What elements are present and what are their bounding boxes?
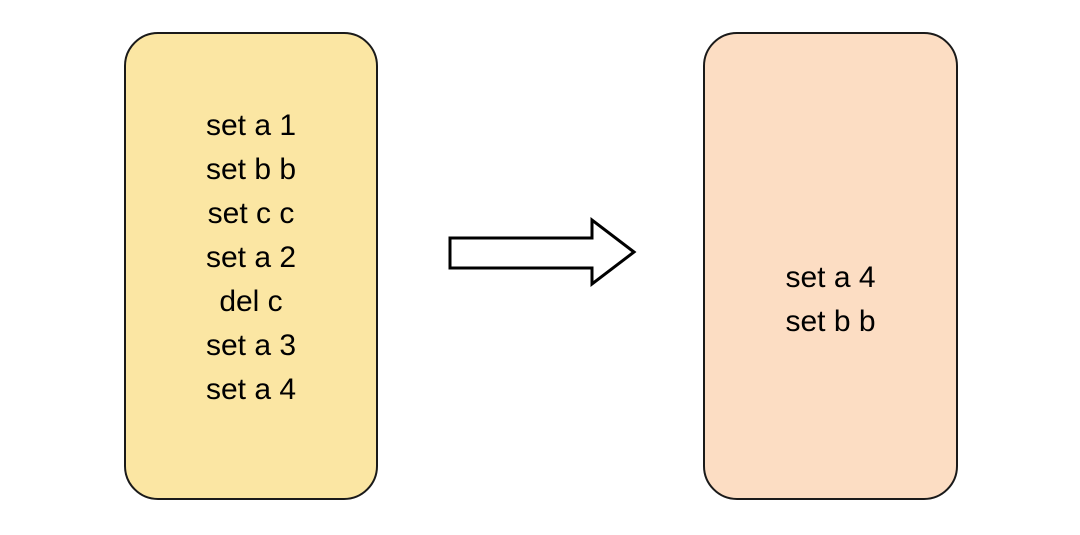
input-command-list: set a 1 set b b set c c set a 2 del c se… xyxy=(206,104,296,412)
list-item: set b b xyxy=(785,305,876,338)
list-item: set a 3 xyxy=(205,329,297,362)
list-item: set a 2 xyxy=(205,241,297,274)
output-command-log-panel: set a 4 set b b xyxy=(703,32,958,500)
list-item: set b b xyxy=(205,153,297,186)
list-item: set a 4 xyxy=(205,373,297,406)
output-command-list: set a 4 set b b xyxy=(785,256,875,344)
list-item: set c c xyxy=(207,197,295,230)
list-item: set a 1 xyxy=(205,109,297,142)
arrow-shape xyxy=(448,216,637,288)
list-item: del c xyxy=(219,285,283,318)
input-command-log-panel: set a 1 set b b set c c set a 2 del c se… xyxy=(124,32,378,500)
list-item: set a 4 xyxy=(785,261,876,294)
right-arrow-icon xyxy=(448,216,637,288)
